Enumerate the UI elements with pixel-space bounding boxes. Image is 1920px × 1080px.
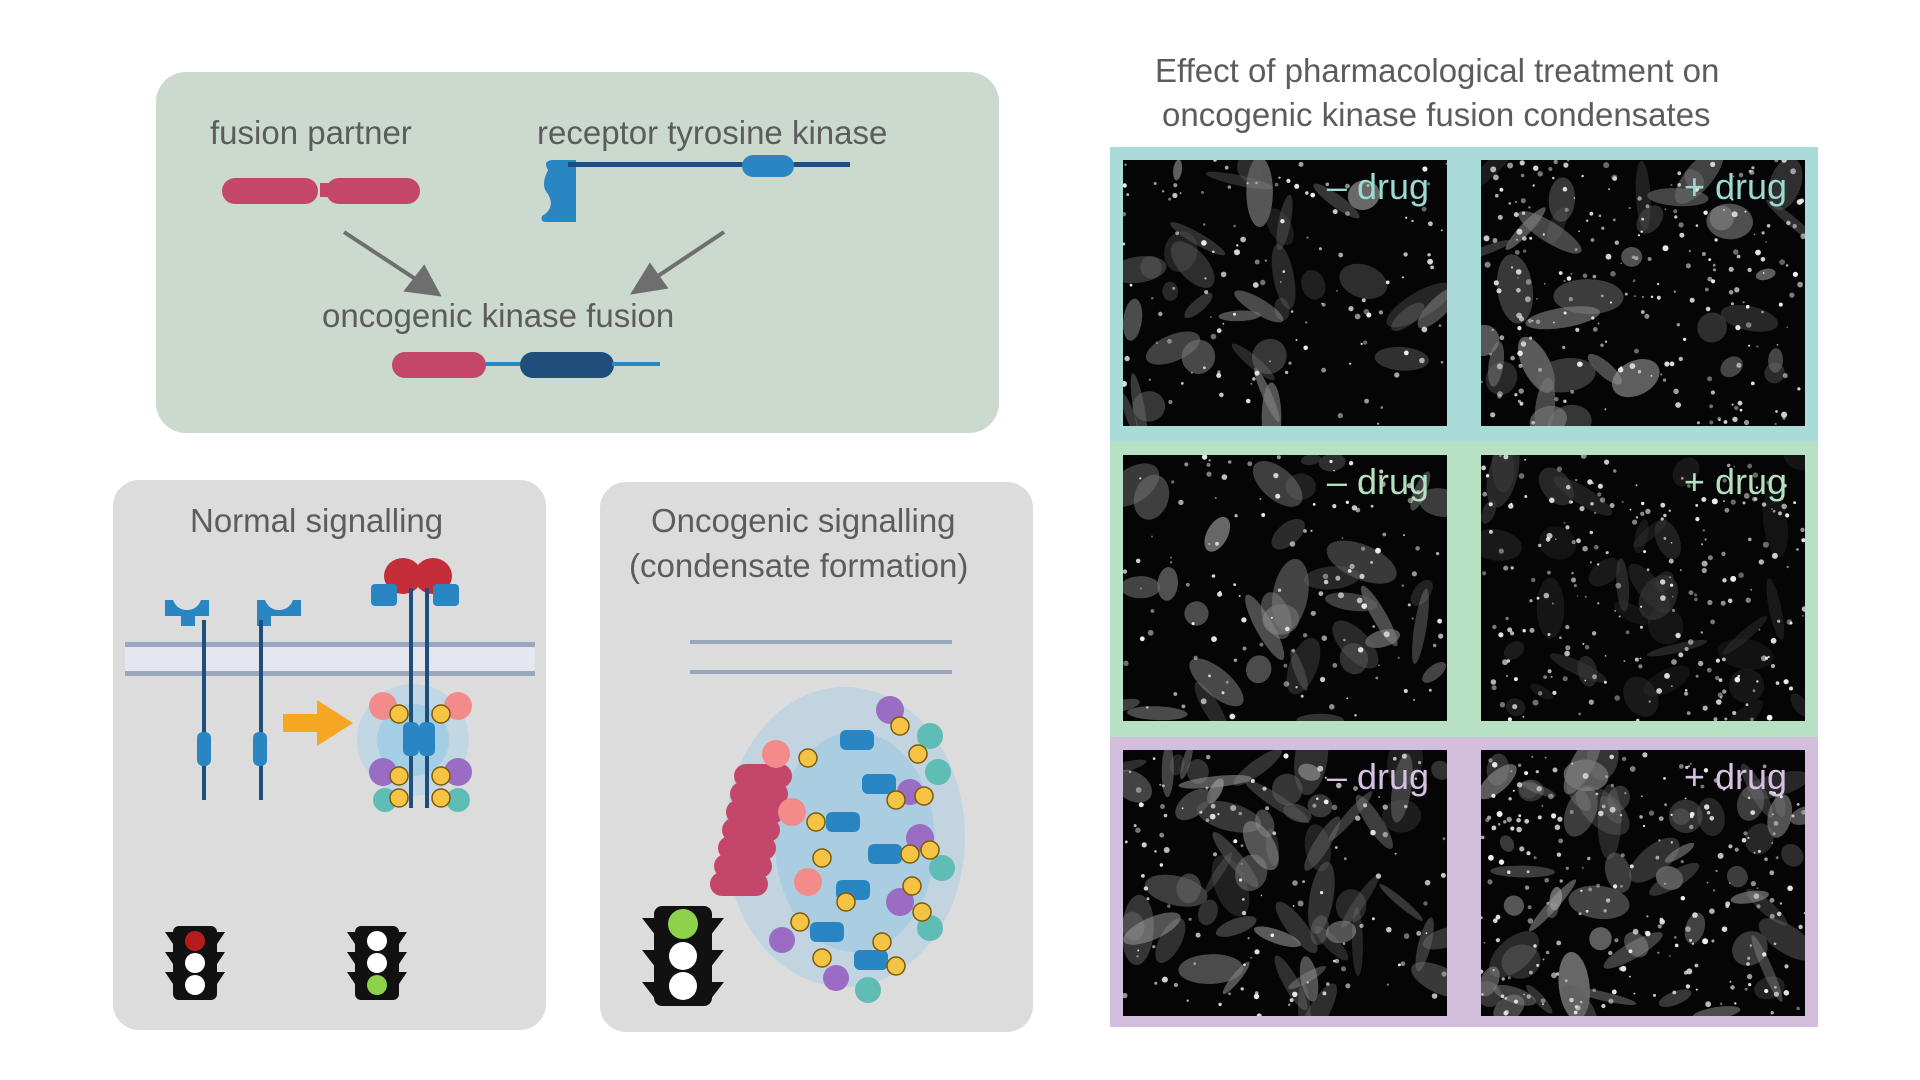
normal-signalling-diagram: [125, 558, 535, 1000]
oncogenic-title-line1: Oncogenic signalling: [651, 502, 956, 539]
fusion-label: oncogenic kinase fusion: [322, 297, 675, 334]
micrograph-minus-drug: – drug: [1123, 455, 1447, 721]
minus-drug-label: – drug: [1326, 461, 1429, 502]
plus-drug-label: + drug: [1683, 756, 1787, 797]
micro-title-line1: Effect of pharmacological treatment on: [1155, 52, 1720, 89]
plus-drug-label: + drug: [1683, 166, 1787, 207]
rtk-protein: [541, 155, 850, 222]
receptor-monomer: [253, 600, 301, 800]
micrograph-texture: [1481, 750, 1805, 1016]
micrograph-minus-drug: – drug: [1123, 750, 1447, 1016]
traffic-light-icon: [642, 906, 724, 1006]
plus-drug-label: + drug: [1683, 461, 1787, 502]
micrograph-plus-drug: + drug: [1481, 160, 1805, 426]
normal-signalling-title: Normal signalling: [190, 502, 444, 539]
micrograph-texture: [1481, 455, 1805, 721]
phosphate-icon: [389, 704, 451, 808]
micrograph-texture: [1481, 160, 1805, 426]
fusion-schematic: [222, 155, 850, 378]
micrograph-minus-drug: – drug: [1123, 160, 1447, 426]
membrane: [690, 640, 952, 674]
micrograph-texture: [1123, 455, 1447, 721]
fusion-partner-label: fusion partner: [210, 114, 412, 151]
micro-row-2: – drug + drug: [1110, 442, 1818, 737]
micro-row-1: – drug + drug: [1110, 147, 1818, 442]
micrograph-texture: [1123, 750, 1447, 1016]
phosphate-icon: [790, 716, 940, 976]
traffic-light-icon: [347, 926, 407, 1000]
fusion-partner-protein: [222, 178, 420, 204]
membrane: [125, 642, 535, 676]
active-receptor-dimer: [357, 558, 472, 812]
oncogenic-signalling-diagram: [642, 640, 965, 1006]
oncogenic-title-line2: (condensate formation): [629, 547, 969, 584]
micro-row-3: – drug + drug: [1110, 737, 1818, 1027]
traffic-light-icon: [165, 926, 225, 1000]
rtk-label: receptor tyrosine kinase: [537, 114, 888, 151]
minus-drug-label: – drug: [1326, 166, 1429, 207]
condensate-cluster: [710, 687, 965, 1003]
micrograph-plus-drug: + drug: [1481, 750, 1805, 1016]
fusion-protein: [392, 352, 660, 378]
arrow-icon: [342, 230, 726, 297]
minus-drug-label: – drug: [1326, 756, 1429, 797]
micrograph-texture: [1123, 160, 1447, 426]
micrograph-plus-drug: + drug: [1481, 455, 1805, 721]
micro-title-line2: oncogenic kinase fusion condensates: [1162, 96, 1711, 133]
arrow-icon: [283, 700, 353, 746]
receptor-monomer: [165, 600, 211, 800]
